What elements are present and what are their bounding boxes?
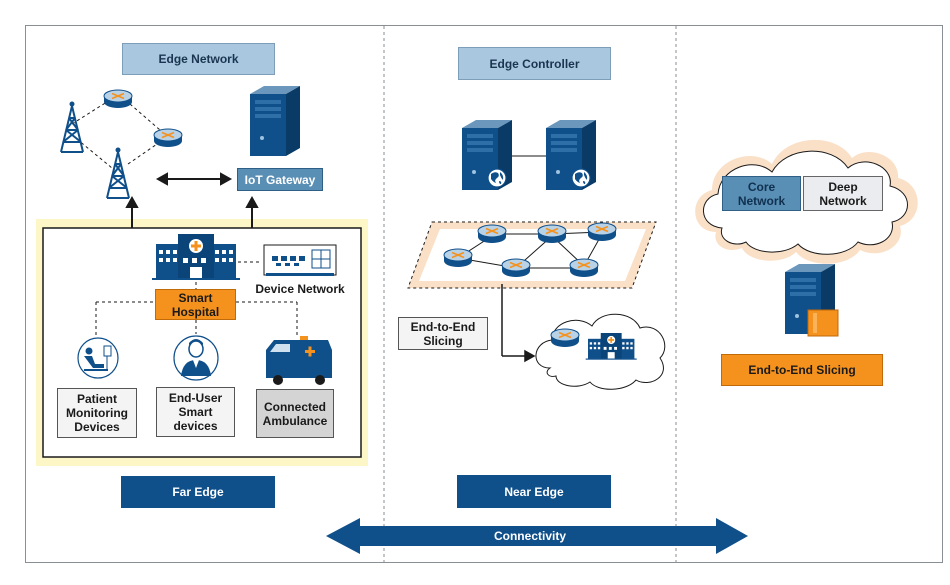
- router-icon: [443, 248, 473, 268]
- ambulance-icon: [266, 336, 332, 385]
- server-icon: [250, 86, 300, 156]
- gateway-link-arrow: [155, 172, 233, 186]
- e2e-slicing-core-label: End-to-End Slicing: [721, 354, 883, 386]
- hospital-device-links: [95, 282, 298, 338]
- deep-network-label: Deep Network: [803, 176, 883, 211]
- uplink-arrows: [125, 195, 259, 228]
- router-icon: [587, 222, 617, 242]
- slice-arrow: [501, 284, 536, 363]
- router-icon: [537, 224, 567, 244]
- slice-card-icon: [807, 309, 839, 337]
- near-edge-label: Near Edge: [457, 475, 611, 508]
- patient-monitoring-label: Patient Monitoring Devices: [57, 388, 137, 438]
- core-network-label: Core Network: [722, 176, 801, 211]
- cell-tower-icon: [106, 146, 130, 199]
- network-switch-icon: [263, 244, 337, 276]
- smart-hospital-label: Smart Hospital: [155, 289, 236, 320]
- connectivity-label: Connectivity: [493, 529, 566, 543]
- connectivity-arrow: [326, 518, 748, 554]
- edge-network-label: Edge Network: [122, 43, 275, 75]
- router-icon: [501, 258, 531, 278]
- globe-icon: [571, 168, 591, 188]
- far-edge-label: Far Edge: [121, 476, 275, 508]
- e2e-slicing-near-label: End-to-End Slicing: [398, 317, 488, 350]
- router-icon: [569, 258, 599, 278]
- router-icon: [103, 89, 133, 109]
- connected-ambulance-label: Connected Ambulance: [256, 389, 334, 438]
- person-icon: [173, 335, 219, 381]
- edge-controller-label: Edge Controller: [458, 47, 611, 80]
- router-icon: [477, 224, 507, 244]
- patient-icon: [77, 337, 119, 379]
- outer-frame: [25, 25, 943, 563]
- router-icon: [153, 128, 183, 148]
- router-icon: [550, 328, 580, 348]
- end-user-devices-label: End-User Smart devices: [156, 387, 235, 437]
- iot-gateway-label: IoT Gateway: [237, 168, 323, 191]
- cell-tower-icon: [60, 100, 84, 153]
- globe-icon: [487, 168, 507, 188]
- device-network-label: Device Network: [255, 282, 345, 296]
